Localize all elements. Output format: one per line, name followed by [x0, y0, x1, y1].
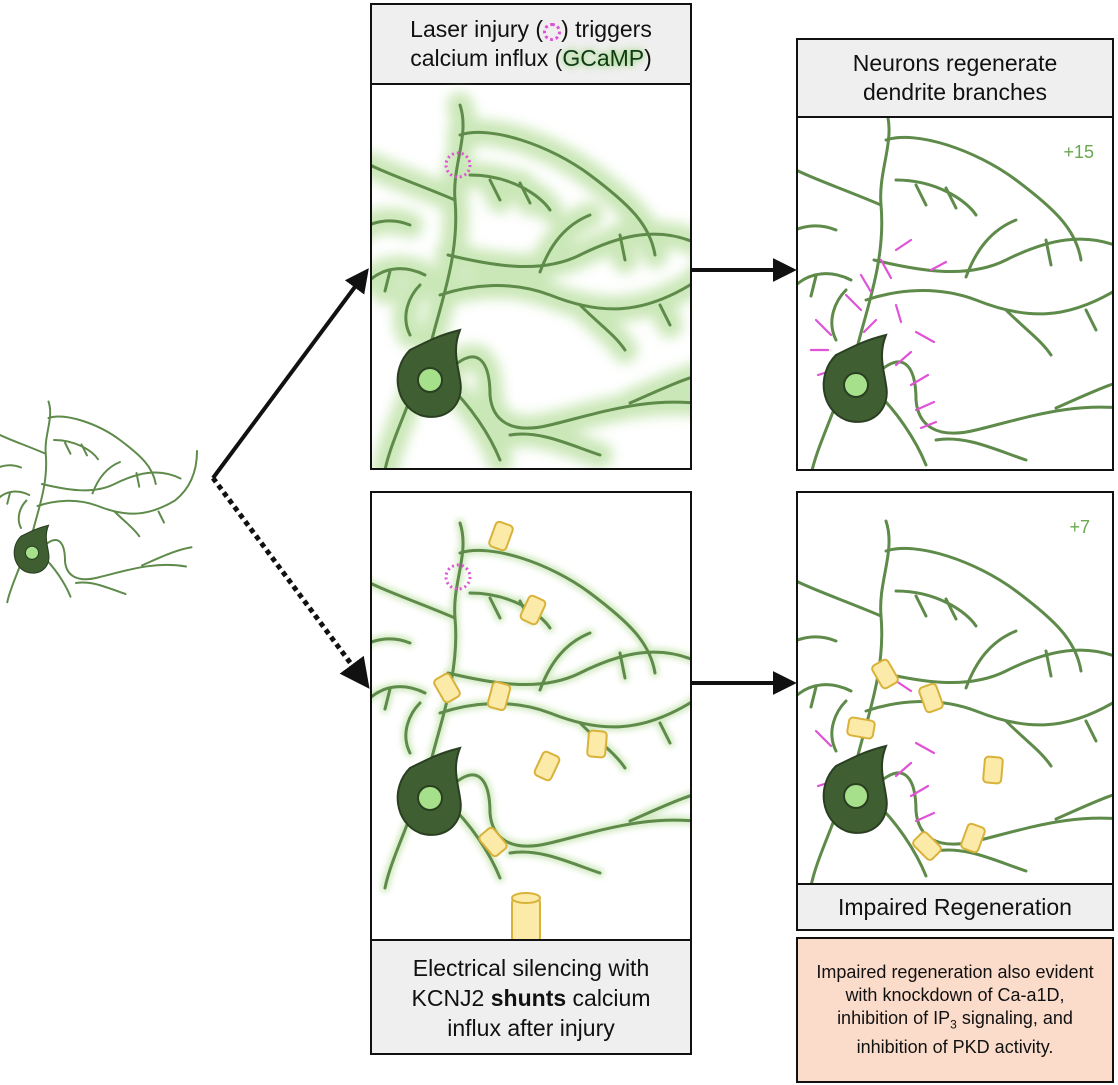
injury-site-icon: [444, 151, 472, 179]
regenerate-count: +15: [1063, 142, 1094, 162]
regenerate-panel: +15: [796, 116, 1114, 471]
kcnj2-channel-icons: [433, 520, 608, 944]
impaired-panel: +7: [796, 491, 1114, 885]
regenerate-neuron: [798, 118, 1112, 469]
new-branches: [809, 238, 948, 430]
injury-panel: Laser injury () triggers calcium influx …: [370, 3, 692, 470]
silencing-caption: Electrical silencing with KCNJ2 shunts c…: [372, 939, 690, 1053]
injury-caption: Laser injury () triggers calcium influx …: [372, 5, 690, 85]
kcnj2-channel-icons: [846, 658, 1004, 861]
silencing-neuron: [372, 493, 690, 944]
impaired-neuron: [798, 519, 1112, 883]
initial-neuron: [0, 400, 198, 604]
impaired-note: Impaired regeneration also evident with …: [796, 937, 1114, 1083]
regenerate-caption: Neurons regenerate dendrite branches: [796, 38, 1114, 118]
gcamp-label: GCaMP: [562, 45, 645, 71]
silencing-panel: Electrical silencing with KCNJ2 shunts c…: [370, 491, 692, 1055]
injury-ring-icon: [543, 23, 562, 41]
shunts-emphasis: shunts: [490, 985, 567, 1011]
injury-neuron: [372, 5, 690, 468]
impaired-caption: Impaired Regeneration: [796, 883, 1114, 931]
arrow-to-silencing-dotted: [210, 476, 370, 689]
impaired-count: +7: [1069, 517, 1090, 537]
injury-site-icon: [444, 563, 472, 591]
arrow-to-injury: [211, 268, 369, 480]
